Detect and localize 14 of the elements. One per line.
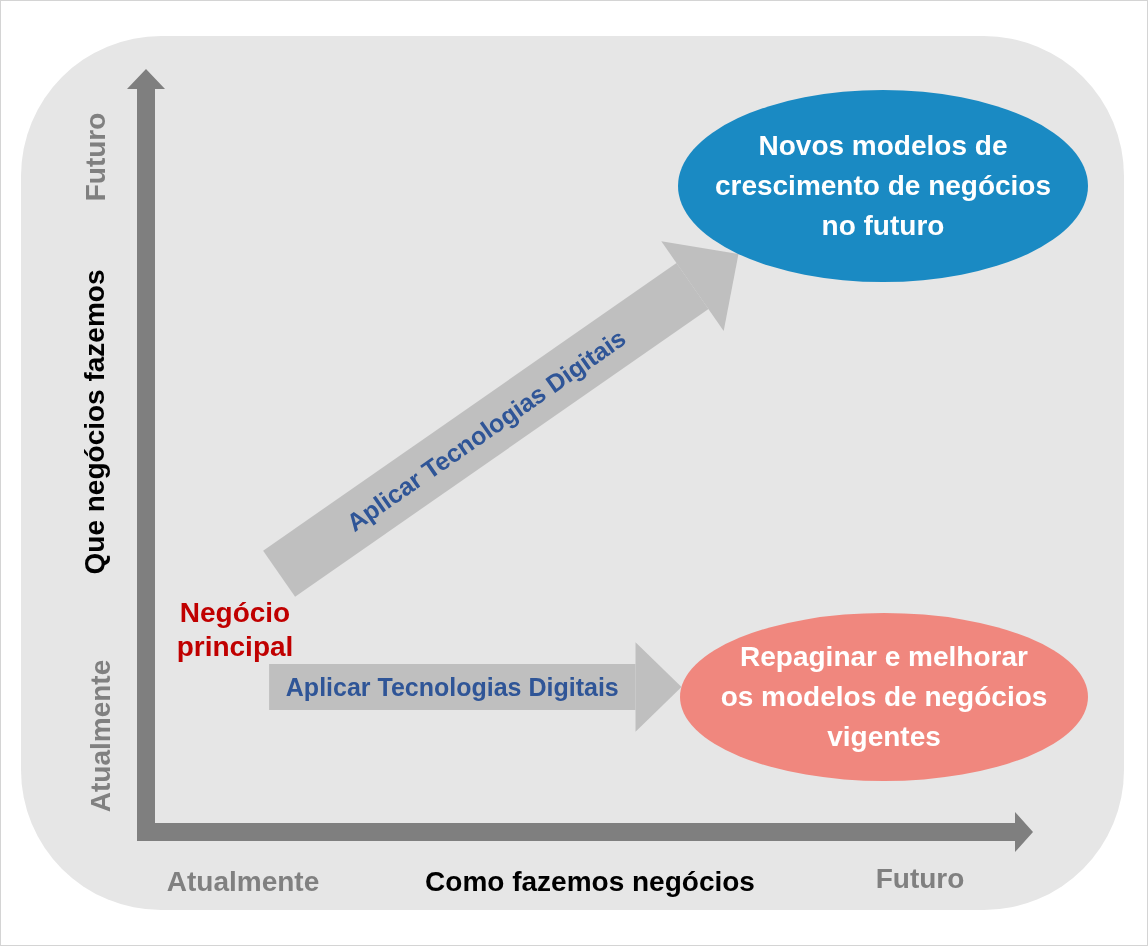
- node-text: Repaginar e melhorar os modelos de negócios vigentes: [720, 640, 1048, 754]
- axis-label: Atualmente: [166, 866, 320, 898]
- node-label: Negócio principal: [170, 596, 300, 664]
- axis-label: Atualmente: [85, 659, 117, 813]
- oval-node: [680, 613, 1088, 781]
- node-text: Novos modelos de crescimento de negócios no futuro: [714, 129, 1052, 243]
- block-arrow: [263, 241, 739, 597]
- axis-title: Que negócios fazemos: [79, 269, 111, 575]
- axis-title: Como fazemos negócios: [425, 866, 755, 898]
- block-arrow: [269, 642, 682, 732]
- axis-label: Futuro: [875, 863, 965, 895]
- edge-label: Aplicar Tecnologias Digitais: [285, 672, 619, 702]
- axis-label: Futuro: [80, 112, 112, 202]
- oval-node: [678, 90, 1088, 282]
